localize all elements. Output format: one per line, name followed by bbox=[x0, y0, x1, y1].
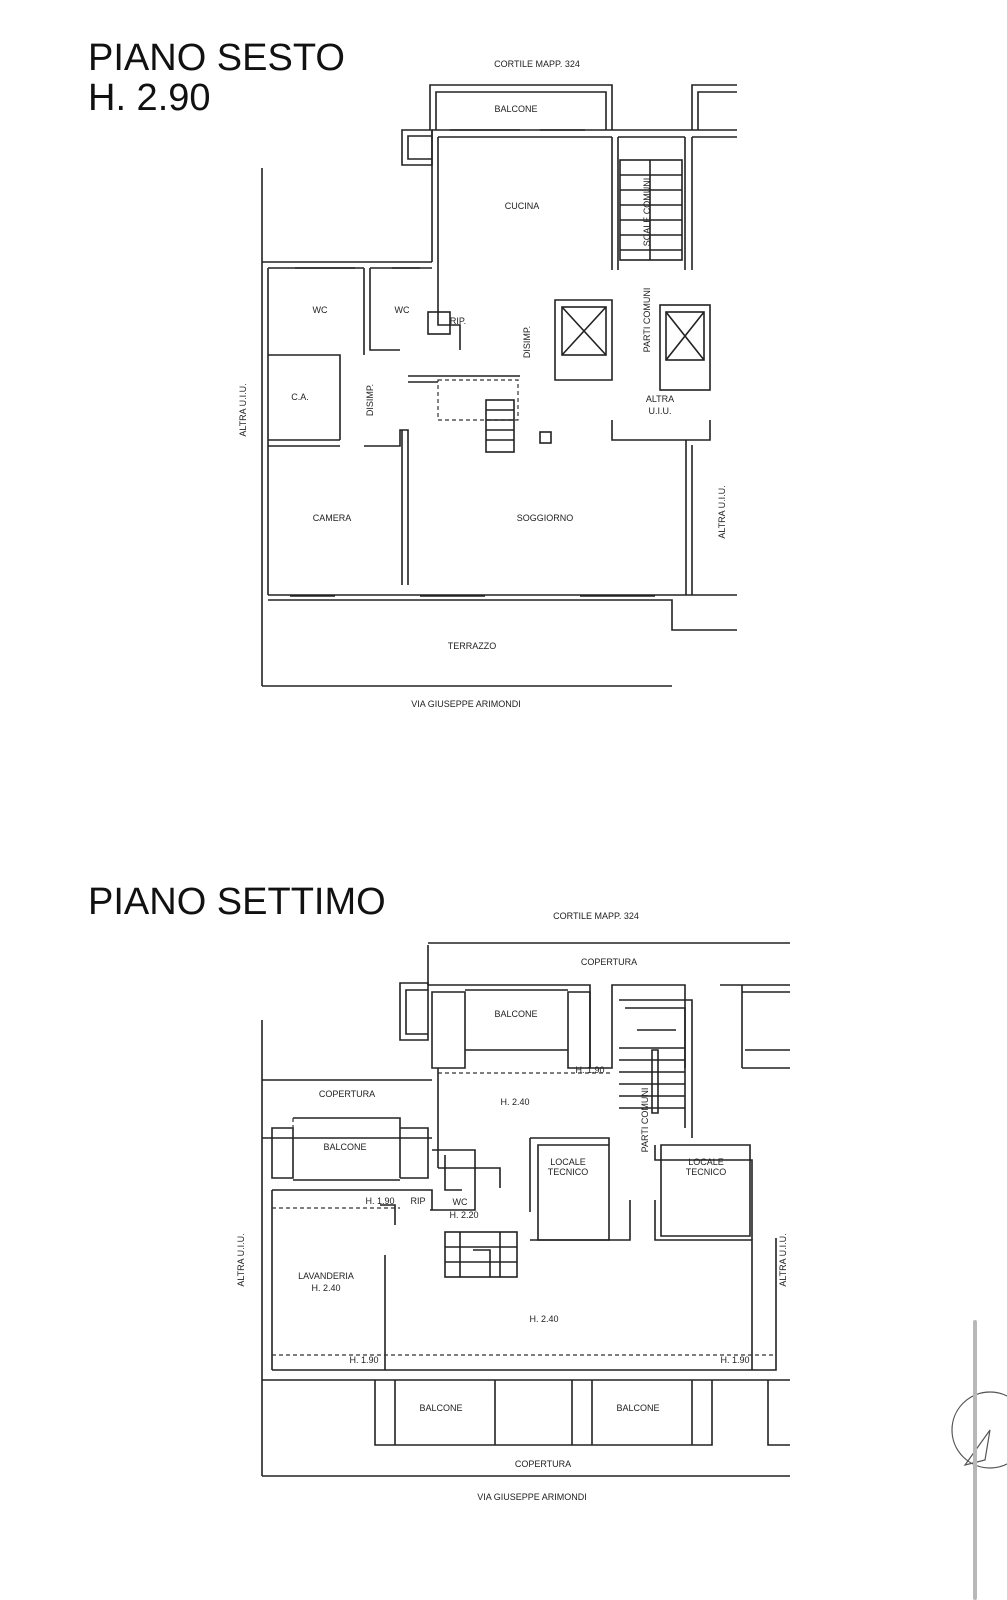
label-altra: ALTRA bbox=[646, 394, 674, 404]
label-cortile: CORTILE MAPP. 324 bbox=[494, 59, 580, 69]
label-balcone-bottom-2: BALCONE bbox=[616, 1403, 659, 1413]
label-h240-top: H. 2.40 bbox=[500, 1097, 529, 1107]
label-street: VIA GIUSEPPE ARIMONDI bbox=[411, 699, 521, 709]
label-parti-comuni: PARTI COMUNI bbox=[642, 288, 652, 353]
label-locale-tecnico-2: TECNICO bbox=[686, 1167, 727, 1177]
label-wc: WC bbox=[453, 1197, 468, 1207]
floor7-title: PIANO SETTIMO bbox=[88, 881, 386, 923]
label-wc-1: WC bbox=[313, 305, 328, 315]
compass-icon bbox=[951, 1391, 1007, 1469]
label-street: VIA GIUSEPPE ARIMONDI bbox=[477, 1492, 587, 1502]
label-lavanderia-height: H. 2.40 bbox=[311, 1283, 340, 1293]
floor6-title-height: H. 2.90 bbox=[88, 77, 211, 119]
floor6-internal-stairs bbox=[437, 379, 519, 453]
label-rip: RIP. bbox=[450, 316, 466, 326]
label-rip: RIP bbox=[410, 1196, 425, 1206]
floor6-plan: CORTILE MAPP. 324 BALCONE CUCINA SCALE C… bbox=[238, 59, 737, 709]
label-wc-2: WC bbox=[395, 305, 410, 315]
label-balcone: BALCONE bbox=[494, 104, 537, 114]
floor6-title: PIANO SESTO H. 2.90 bbox=[88, 38, 345, 118]
label-altra-uiu-left: ALTRA U.I.U. bbox=[236, 1233, 246, 1286]
label-terrazzo: TERRAZZO bbox=[448, 641, 497, 651]
label-disimp: DISIMP. bbox=[522, 326, 532, 358]
label-cucina: CUCINA bbox=[505, 201, 540, 211]
label-locale-tecnico-2: LOCALE bbox=[688, 1157, 724, 1167]
label-h190-top: H. 1.90 bbox=[575, 1065, 604, 1075]
label-cortile: CORTILE MAPP. 324 bbox=[553, 911, 639, 921]
floor7-internal-stairs bbox=[444, 1231, 518, 1278]
label-locale-tecnico-1: LOCALE bbox=[550, 1157, 586, 1167]
label-copertura-left: COPERTURA bbox=[319, 1089, 375, 1099]
label-altra-uiu-right: ALTRA U.I.U. bbox=[778, 1233, 788, 1286]
label-altra-uiu-left: ALTRA U.I.U. bbox=[238, 383, 248, 436]
label-locale-tecnico-1: TECNICO bbox=[548, 1167, 589, 1177]
label-balcone-bottom-1: BALCONE bbox=[419, 1403, 462, 1413]
floor6-title-name: PIANO SESTO bbox=[88, 37, 345, 79]
label-copertura-bottom: COPERTURA bbox=[515, 1459, 571, 1469]
label-altra-uiu-right: ALTRA U.I.U. bbox=[717, 485, 727, 538]
label-h240-main: H. 2.40 bbox=[529, 1314, 558, 1324]
label-balcone-top: BALCONE bbox=[494, 1009, 537, 1019]
label-ca: C.A. bbox=[291, 392, 309, 402]
label-disimp: DISIMP. bbox=[365, 384, 375, 416]
label-h190-bottom-left: H. 1.90 bbox=[349, 1355, 378, 1365]
label-wc-height: H. 2.20 bbox=[449, 1210, 478, 1220]
label-uiu: U.I.U. bbox=[648, 406, 671, 416]
floor7-common-stairs bbox=[619, 1029, 685, 1114]
scrollbar[interactable] bbox=[973, 1320, 977, 1600]
label-parti-comuni: PARTI COMUNI bbox=[640, 1088, 650, 1153]
label-lavanderia: LAVANDERIA bbox=[298, 1271, 354, 1281]
label-scale-comuni: SCALE COMUNI bbox=[642, 178, 652, 247]
label-h190-bottom-right: H. 1.90 bbox=[720, 1355, 749, 1365]
label-copertura-top: COPERTURA bbox=[581, 957, 637, 967]
floor6-common-stairs bbox=[619, 159, 683, 261]
label-camera: CAMERA bbox=[313, 513, 352, 523]
label-balcone-left: BALCONE bbox=[323, 1142, 366, 1152]
label-soggiorno: SOGGIORNO bbox=[517, 513, 574, 523]
label-h190-left: H. 1.90 bbox=[365, 1196, 394, 1206]
floor7-plan: CORTILE MAPP. 324 COPERTURA BALCONE H. 1… bbox=[236, 911, 790, 1502]
